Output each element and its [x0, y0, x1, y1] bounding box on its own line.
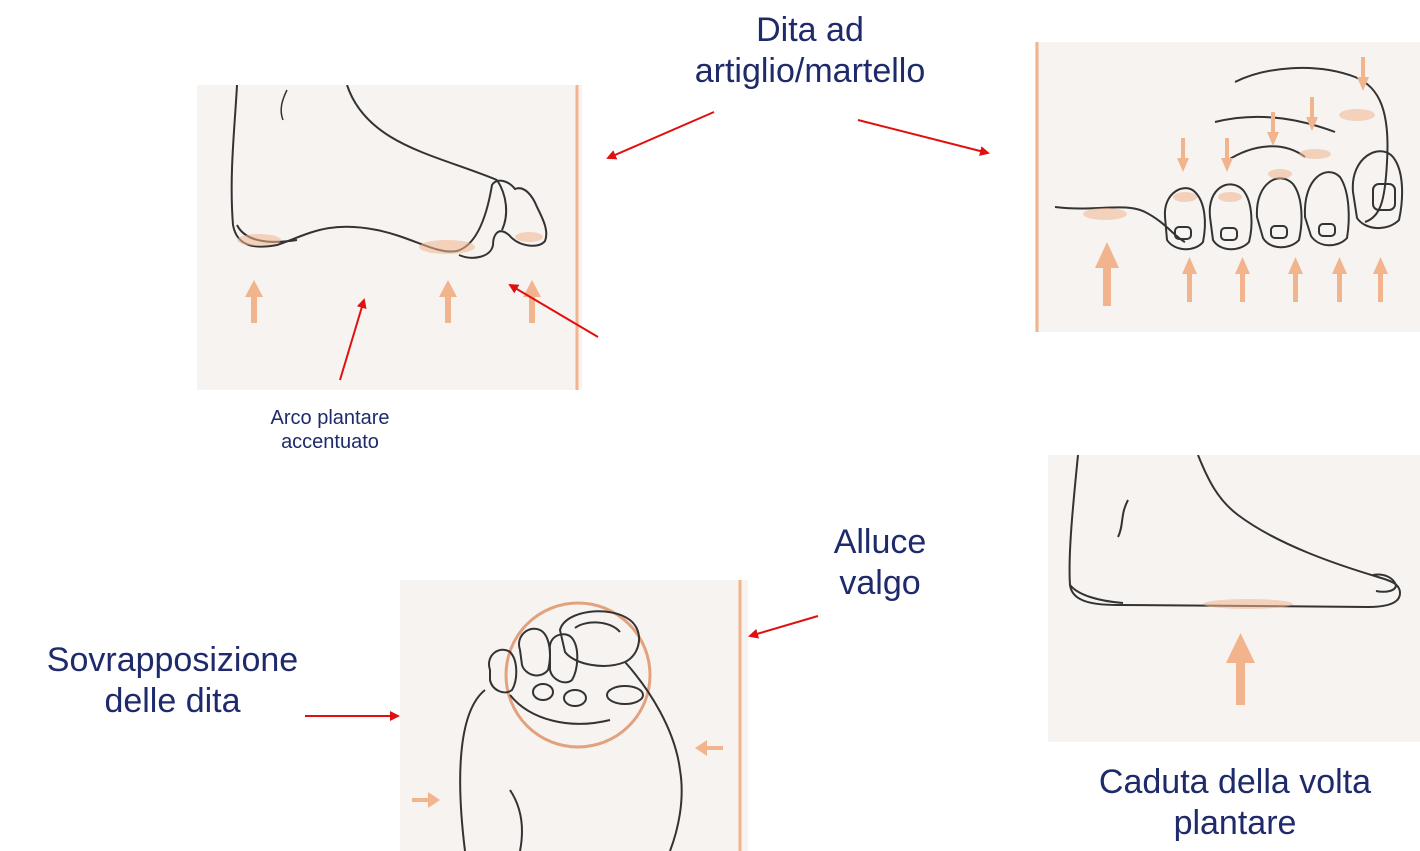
claw-toes-arrow-left	[608, 112, 714, 158]
high-arch-arrow	[340, 300, 364, 380]
hallux-valgus-arrow	[750, 616, 818, 636]
claw-toes-arrow-right	[858, 120, 988, 153]
toe-pointer-arrow	[510, 285, 598, 337]
